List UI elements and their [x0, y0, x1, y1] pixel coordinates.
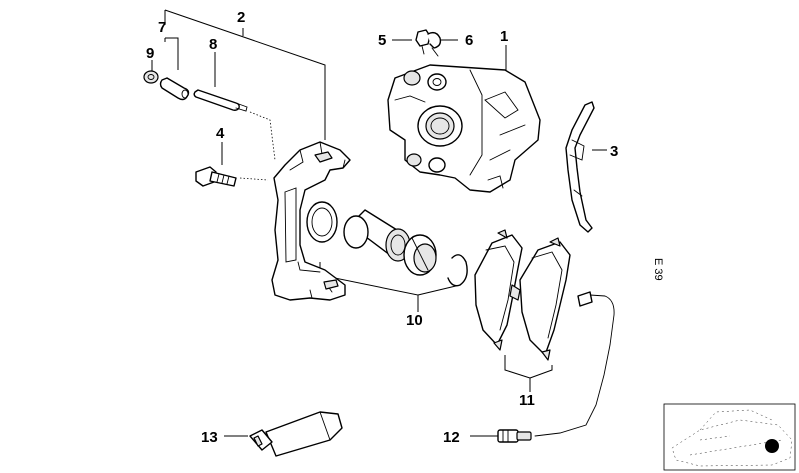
part-12-pad-wear-sensor — [497, 291, 615, 443]
model-code-label: E 39 — [652, 258, 664, 281]
callout-6: 6 — [465, 32, 473, 49]
wheel-location-marker — [765, 439, 779, 453]
part-9-dust-cap — [143, 70, 159, 84]
part-10-piston-seal-ring — [306, 201, 338, 243]
part-1-caliper-housing — [387, 64, 541, 193]
part-8-guide-pin — [193, 89, 248, 112]
part-11-brake-pad-outer — [474, 229, 523, 351]
callout-5: 5 — [378, 32, 386, 49]
part-13-grease-tube — [249, 411, 343, 457]
part-10-dust-boot — [403, 234, 437, 276]
callout-9: 9 — [146, 45, 154, 62]
callout-3: 3 — [610, 143, 618, 160]
callout-11: 11 — [519, 392, 535, 409]
part-5-bleeder-screw — [415, 29, 431, 55]
callout-12: 12 — [443, 429, 460, 446]
part-10-circlip — [447, 254, 468, 287]
callout-labels: 2 7 8 9 4 5 6 1 3 10 11 12 13 E 39 — [146, 9, 664, 446]
callout-4: 4 — [216, 125, 225, 142]
part-10-piston — [343, 209, 411, 262]
vehicle-locator-thumbnail — [663, 403, 796, 471]
callout-7: 7 — [158, 19, 166, 36]
part-6-bleeder-cap — [427, 31, 442, 57]
part-7-guide-bush — [159, 77, 190, 101]
part-3-retaining-spring — [565, 101, 595, 233]
leader-lines — [151, 9, 607, 437]
part-4-bolt — [195, 166, 237, 187]
callout-1: 1 — [500, 28, 508, 45]
callout-8: 8 — [209, 36, 217, 53]
part-11-brake-pad-inner — [519, 237, 571, 361]
callout-2: 2 — [237, 9, 245, 26]
callout-10: 10 — [406, 312, 423, 329]
callout-13: 13 — [201, 429, 218, 446]
part-2-caliper-carrier — [271, 141, 351, 301]
